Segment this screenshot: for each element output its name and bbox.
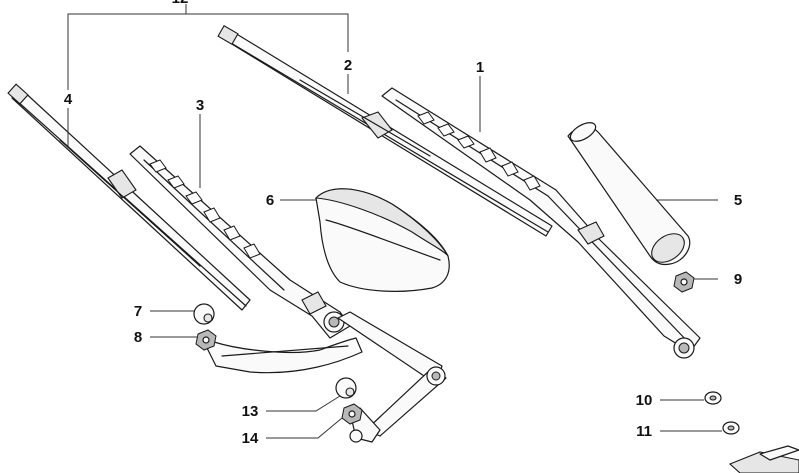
label-3: 3 [196,97,204,114]
washer-10 [704,391,722,405]
label-14: 14 [242,430,259,447]
label-5: 5 [734,192,742,209]
label-12: 12 [172,0,189,7]
wiper-blade-long [217,25,553,237]
wiper-arm-right [381,87,701,359]
wiper-arm-left [129,145,351,339]
part-labels: 1 2 3 4 5 6 7 8 9 10 11 13 14 [64,57,742,447]
hex-nut-9 [673,271,695,293]
label-9: 9 [734,271,742,288]
washer-11 [722,421,740,435]
hex-nut-14 [341,403,363,425]
label-10: 10 [636,392,653,409]
cover-sleeve [567,122,691,266]
cap-7 [193,303,215,325]
label-2: 2 [344,57,352,74]
cap-13 [335,377,357,399]
label-6: 6 [266,192,274,209]
hex-nut-8 [195,329,217,351]
label-8: 8 [134,329,142,346]
wiper-blade-short [7,83,251,311]
label-13: 13 [242,403,259,420]
label-11: 11 [636,423,652,440]
label-7: 7 [134,303,142,320]
leader-lines [67,74,722,439]
label-4: 4 [64,91,73,108]
wiper-linkage [205,311,447,443]
cover-cap [314,188,450,292]
blade-set-bracket: 12 [67,0,349,90]
reference-block-icon [728,445,799,473]
label-1: 1 [476,59,484,76]
